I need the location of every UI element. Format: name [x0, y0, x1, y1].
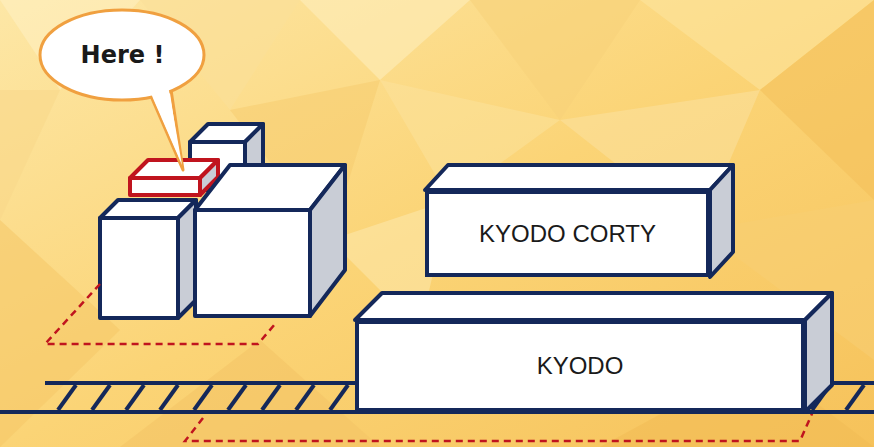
callout-text: Here !: [81, 41, 165, 69]
bubble-outline: [35, 5, 210, 175]
track-tie: [296, 385, 314, 410]
building-box: KYODO: [355, 320, 805, 412]
speech-bubble: Here !: [35, 5, 210, 175]
track-tie: [228, 385, 246, 410]
track-tie: [92, 385, 110, 410]
track-tie: [126, 385, 144, 410]
track-tie: [330, 385, 348, 410]
small-boxes: [100, 124, 345, 318]
track-tie: [846, 385, 864, 410]
box-faces: [355, 165, 832, 412]
track-tie: [194, 385, 212, 410]
track-tie: [262, 385, 280, 410]
track-tie: [160, 385, 178, 410]
bubble-text-area: Here !: [35, 5, 210, 105]
track-tie: [58, 385, 76, 410]
box-label: KYODO CORTY: [479, 220, 656, 248]
box-label: KYODO: [537, 352, 624, 380]
building-box: KYODO CORTY: [425, 190, 710, 277]
